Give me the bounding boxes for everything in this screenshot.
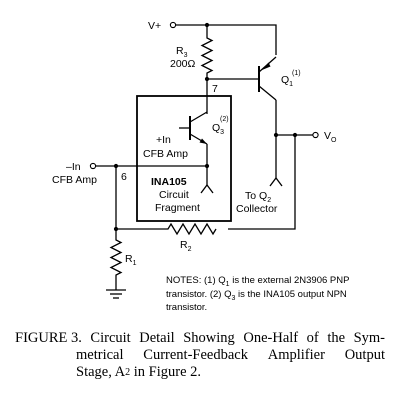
minus-in-label-1: –In <box>66 161 81 173</box>
node-7-label: 7 <box>212 83 218 95</box>
notes-line-1: NOTES: (1) Q1 is the external 2N3906 PNP <box>166 275 349 288</box>
r2-label: R2 <box>180 239 192 253</box>
cfb-amp-inner-label: CFB Amp <box>143 148 188 160</box>
circuit-schematic: V+ R3 200Ω 7 Q1 (1) VO To Q2 Coll <box>52 20 349 313</box>
caption-word: the <box>327 330 346 346</box>
caption-word: of <box>306 330 319 346</box>
q1-note-mark: (1) <box>292 70 301 77</box>
to-q2-label-2: Collector <box>236 203 278 215</box>
ina105-fragment-box <box>136 95 232 222</box>
node-6-label: 6 <box>121 171 127 183</box>
vo-terminal[interactable] <box>312 131 319 139</box>
caption-figure-label: FIGURE 3. <box>15 330 82 346</box>
vo-label: VO <box>324 130 337 144</box>
r2-resistor <box>116 222 217 236</box>
to-q2-label-1: To Q2 <box>245 190 271 204</box>
caption-subscript: 2 <box>125 367 131 378</box>
caption-word: Sym- <box>353 330 385 346</box>
fragment-label-2: Circuit <box>159 189 189 201</box>
caption-text: in Figure 2. <box>130 364 202 380</box>
caption-word: metrical <box>76 347 124 363</box>
minus-in-label-2: CFB Amp <box>52 174 97 186</box>
r3-value: 200Ω <box>170 58 196 70</box>
caption-text: Stage, A <box>76 364 126 380</box>
q3-label: Q3 <box>212 122 224 136</box>
caption-word: Current-Feedback <box>143 347 248 363</box>
caption-word: Amplifier <box>267 347 325 363</box>
notes-line-3: transistor. <box>166 302 207 313</box>
vplus-rail-wire <box>176 24 277 55</box>
caption-line-1: FIGURE 3. Circuit Detail Showing One-Hal… <box>15 330 385 347</box>
caption-word: Detail <box>139 330 175 346</box>
caption-word: Output <box>344 347 385 363</box>
q3-transistor <box>189 111 208 145</box>
plus-in-label: +In <box>156 134 171 146</box>
q1-transistor <box>258 56 277 135</box>
q3-note-mark: (2) <box>220 116 229 123</box>
r3-label: R3 <box>176 45 188 59</box>
fragment-label-1: INA105 <box>151 176 187 188</box>
notes-line-2: transistor. (2) Q3 is the INA105 output … <box>166 289 347 302</box>
r1-label: R1 <box>125 253 137 267</box>
vplus-terminal[interactable] <box>169 21 177 29</box>
caption-word: One-Half <box>243 330 299 346</box>
to-q2-arrow <box>269 176 283 187</box>
minus-in-terminal[interactable] <box>89 162 97 170</box>
ground-symbol <box>106 289 126 299</box>
r3-resistor <box>200 25 214 90</box>
fragment-label-3: Fragment <box>155 202 200 214</box>
caption-word: Circuit <box>90 330 131 346</box>
figure-caption: FIGURE 3. Circuit Detail Showing One-Hal… <box>15 330 385 381</box>
q1-label: Q1 <box>281 74 293 88</box>
q3-emitter-arrow <box>200 183 214 194</box>
feedback-wire <box>228 135 296 230</box>
caption-word: Showing <box>183 330 235 346</box>
r1-resistor <box>109 229 123 290</box>
vplus-label: V+ <box>148 20 161 32</box>
caption-line-2: metrical Current-Feedback Amplifier Outp… <box>15 347 385 364</box>
